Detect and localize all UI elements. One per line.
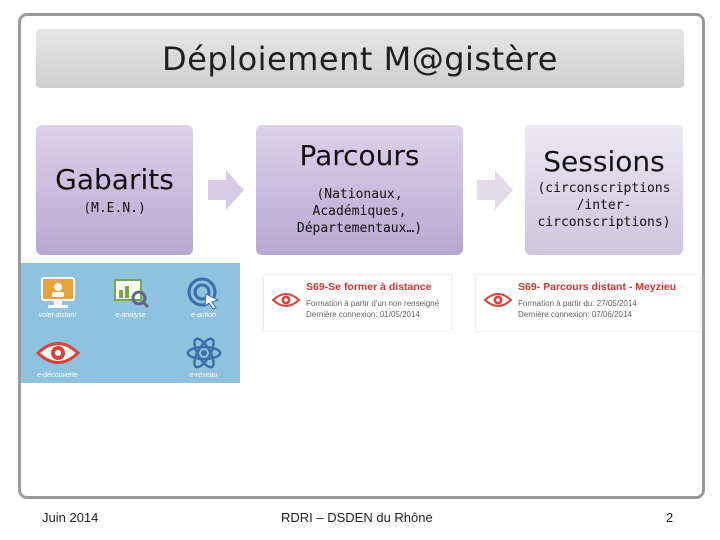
tile-label: e-analyse [115, 312, 146, 319]
slide-title: Déploiement M@gistère [162, 39, 558, 78]
course-card[interactable]: S69- Parcours distant - Meyzieu Formatio… [476, 275, 700, 331]
slide-number: 2 [666, 510, 674, 525]
course-card[interactable]: S69-Se former à distance Formation à par… [264, 275, 451, 331]
course-card-info: Formation à partir d'un non renseigné [306, 299, 440, 308]
tile-volet-distant: volet distant [21, 263, 94, 323]
chart-magnifier-icon [113, 279, 149, 309]
gabarits-thumbnail: volet distant e-analyse e-action e-décou… [21, 263, 240, 383]
footer-date: Juin 2014 [42, 510, 99, 525]
gabarits-title: Gabarits [55, 163, 174, 196]
tile-label: e-découverte [37, 372, 78, 379]
course-card-last-connection: Dernière connexion: 07/06/2014 [518, 310, 632, 319]
course-card-info: Formation à partir du: 27/05/2014 [518, 299, 637, 308]
sessions-box: Sessions (circonscriptions /inter- circo… [525, 125, 683, 255]
course-card-last-connection: Dernière connexion: 01/05/2014 [306, 310, 420, 319]
target-click-icon [187, 277, 219, 310]
slide-frame [18, 13, 705, 499]
gabarits-box: Gabarits (M.E.N.) [36, 125, 193, 255]
parcours-subtitle-line: Académiques, [312, 204, 407, 219]
parcours-title: Parcours [299, 139, 420, 172]
gabarits-subtitle: (M.E.N.) [83, 201, 146, 216]
arrow-right-icon [208, 170, 244, 210]
tile-e-reseau: e-réseau [167, 323, 240, 383]
atom-icon [186, 337, 221, 369]
tile-label: e-réseau [189, 372, 218, 379]
course-card-title[interactable]: S69-Se former à distance [306, 281, 432, 293]
eye-icon [272, 293, 300, 307]
parcours-subtitle-line: (Nationaux, [316, 187, 403, 202]
course-card-title[interactable]: S69- Parcours distant - Meyzieu [518, 281, 677, 293]
sessions-subtitle-line: circonscriptions) [537, 215, 671, 230]
tile-e-action: e-action [167, 263, 240, 323]
title-bar: Déploiement M@gistère [36, 29, 684, 88]
tile-label: volet distant [38, 312, 77, 319]
sessions-subtitle-line: /inter- [576, 198, 632, 213]
sessions-title: Sessions [543, 145, 665, 178]
tile-e-decouverte: e-découverte [21, 323, 94, 383]
arrow-right-icon [477, 170, 513, 210]
eye-icon [35, 342, 80, 364]
footer-organization: RDRI – DSDEN du Rhône [281, 510, 433, 525]
monitor-icon [40, 277, 75, 308]
tile-e-analyse: e-analyse [94, 263, 167, 323]
eye-icon [484, 293, 512, 307]
parcours-box: Parcours (Nationaux, Académiques, Départ… [256, 125, 463, 255]
tile-label: e-action [191, 312, 216, 319]
sessions-subtitle-line: (circonscriptions [537, 181, 671, 196]
parcours-subtitle-line: Départementaux…) [296, 221, 423, 236]
